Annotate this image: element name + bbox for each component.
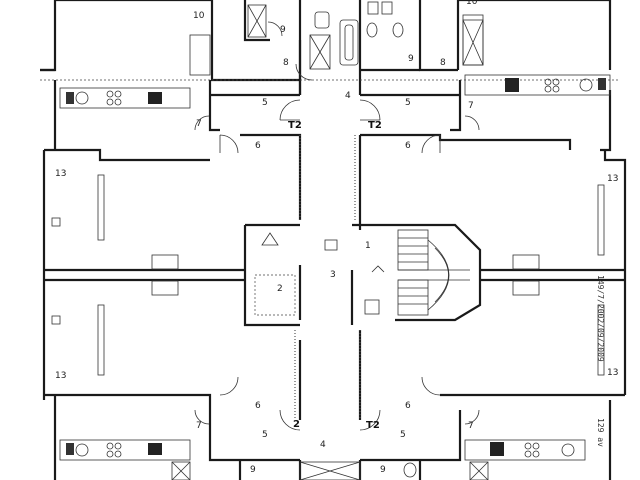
room-label: 13 bbox=[55, 169, 66, 179]
room-label: 7 bbox=[468, 421, 474, 431]
kitchen-upper-right bbox=[464, 74, 611, 96]
room-label: 9 bbox=[250, 465, 256, 475]
room-label: 7 bbox=[468, 101, 474, 111]
room-label: 5 bbox=[405, 98, 411, 108]
room-label: 9 bbox=[380, 465, 386, 475]
finish-lines bbox=[294, 135, 361, 420]
room-label: 3 bbox=[330, 270, 336, 280]
room-label: 7 bbox=[196, 421, 202, 431]
room-label: 6 bbox=[405, 141, 411, 151]
room-label: 13 bbox=[607, 368, 618, 378]
room-label: T2 bbox=[368, 120, 382, 131]
central-core bbox=[254, 232, 385, 316]
room-label: T2 bbox=[288, 120, 302, 131]
windows bbox=[40, 14, 620, 376]
room-label: 6 bbox=[255, 141, 261, 151]
bathroom-fixtures bbox=[171, 1, 489, 480]
kitchen-upper-left bbox=[59, 87, 191, 109]
room-label: 6 bbox=[255, 401, 261, 411]
room-label: 2 bbox=[293, 419, 300, 430]
room-label: 5 bbox=[262, 98, 268, 108]
room-label: 1 bbox=[365, 241, 371, 251]
kitchen-lower-right bbox=[464, 439, 586, 461]
room-label: 2 bbox=[277, 284, 283, 294]
room-label: 10 bbox=[466, 0, 478, 7]
kitchen-lower-left bbox=[59, 439, 191, 461]
room-label: 9 bbox=[280, 25, 286, 35]
door-swings bbox=[194, 21, 480, 431]
corridor-units bbox=[51, 217, 540, 325]
room-label: 6 bbox=[405, 401, 411, 411]
room-labels: 10 9 8 9 8 4 5 5 7 7 6 6 T2 T2 13 13 13 … bbox=[55, 0, 618, 475]
room-label: 4 bbox=[320, 440, 326, 450]
room-label: T2 bbox=[366, 420, 380, 431]
room-label: 7 bbox=[196, 119, 202, 129]
room-label: 8 bbox=[283, 58, 289, 68]
margin-stamp: 149/7/2002/09/2009 bbox=[596, 275, 605, 362]
room-label: 5 bbox=[262, 430, 268, 440]
room-label: 9 bbox=[408, 54, 414, 64]
room-label: 8 bbox=[440, 58, 446, 68]
staircase bbox=[397, 229, 470, 316]
outer-walls bbox=[40, 0, 627, 480]
room-label: 13 bbox=[607, 174, 618, 184]
margin-stamp-lower: 129 av bbox=[596, 418, 605, 447]
room-label: 5 bbox=[400, 430, 406, 440]
room-label: 13 bbox=[55, 371, 66, 381]
room-label: 4 bbox=[345, 91, 351, 101]
room-label: 10 bbox=[193, 11, 205, 21]
